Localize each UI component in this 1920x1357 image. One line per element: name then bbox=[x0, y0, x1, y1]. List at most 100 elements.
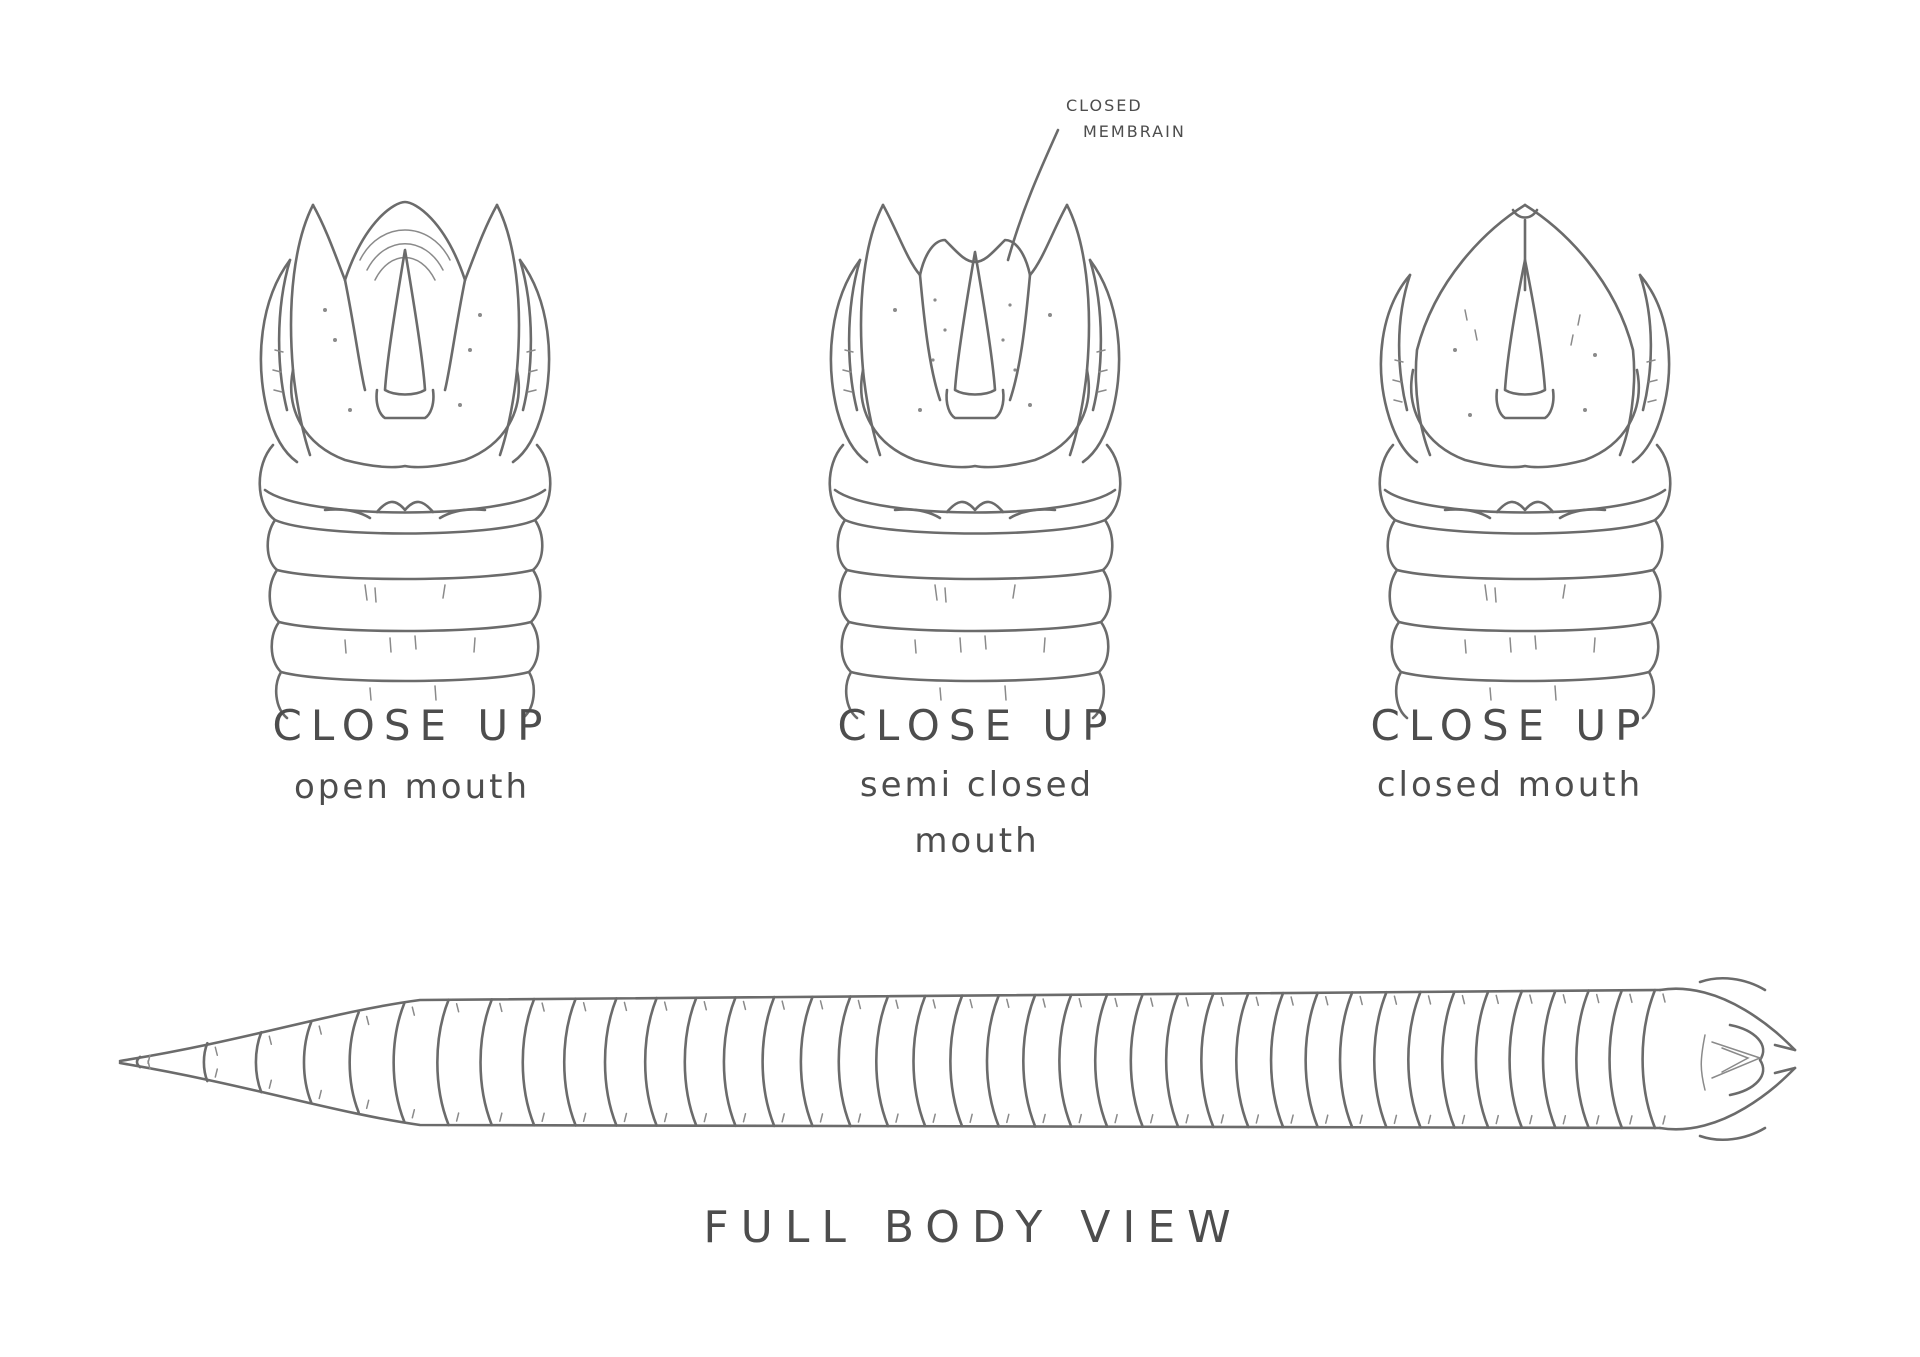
full-body-view-title: FULL BODY VIEW bbox=[703, 1202, 1242, 1253]
body-segment-ring bbox=[436, 998, 450, 1127]
body-segment-ring bbox=[1508, 989, 1524, 1129]
body-bristle bbox=[1529, 994, 1533, 1125]
full-body-head bbox=[1658, 976, 1797, 1142]
caption-panel-1: CLOSE UP open mouth bbox=[273, 701, 543, 807]
body-bristle bbox=[1220, 996, 1225, 1124]
body-bristle bbox=[455, 1003, 460, 1122]
caption-panel-3: CLOSE UP closed mouth bbox=[1371, 701, 1650, 805]
body-segment-ring bbox=[348, 1011, 360, 1114]
body-bristle bbox=[703, 1001, 708, 1123]
body-segment-ring bbox=[1407, 990, 1422, 1129]
body-segment-ring bbox=[1641, 988, 1657, 1130]
callout-closed-membrane: CLOSED MEMBRAIN bbox=[1006, 96, 1186, 262]
body-segment-ring bbox=[1608, 989, 1624, 1130]
body-segment-ring bbox=[799, 995, 814, 1128]
body-bristle bbox=[1595, 993, 1600, 1125]
body-segment-ring bbox=[521, 997, 536, 1127]
caption-subtitle: mouth bbox=[914, 821, 1039, 861]
body-segment-ring bbox=[1058, 993, 1073, 1128]
body-bristle bbox=[1461, 994, 1466, 1125]
body-segment-ring bbox=[1304, 991, 1320, 1129]
body-segment-ring bbox=[1372, 990, 1388, 1129]
body-bristle bbox=[1255, 996, 1260, 1124]
body-segment-ring bbox=[722, 996, 737, 1128]
head-closeup-semi-closed-mouth bbox=[828, 203, 1122, 720]
body-segment-ring bbox=[392, 1001, 406, 1124]
body-bristle bbox=[1006, 998, 1010, 1124]
body-segment-ring bbox=[1234, 992, 1250, 1129]
body-segment-ring bbox=[1022, 993, 1037, 1128]
body-segment-ring bbox=[562, 997, 577, 1127]
body-bristle bbox=[1495, 994, 1499, 1125]
caption-subtitle: open mouth bbox=[294, 767, 530, 807]
body-bristle bbox=[623, 1001, 628, 1123]
body-segment-ring bbox=[985, 994, 1001, 1128]
body-bristle bbox=[1662, 993, 1666, 1125]
body-bristle bbox=[499, 1002, 503, 1122]
body-bristle bbox=[895, 999, 899, 1123]
body-bristle bbox=[1359, 995, 1363, 1125]
body-bristle bbox=[1427, 995, 1432, 1125]
body-bristle bbox=[1629, 993, 1633, 1125]
full-body-worm bbox=[118, 976, 1797, 1142]
body-segment-ring bbox=[683, 996, 698, 1127]
caption-panel-2: CLOSE UP semi closed mouth bbox=[838, 701, 1117, 861]
head-closeup-open-mouth bbox=[258, 200, 552, 720]
body-segment-ring bbox=[1575, 989, 1590, 1130]
callout-line-1: CLOSED bbox=[1066, 96, 1143, 115]
body-bristle bbox=[1324, 996, 1329, 1124]
body-bristle bbox=[1562, 994, 1567, 1125]
body-segments bbox=[135, 988, 1666, 1130]
caption-title: CLOSE UP bbox=[838, 701, 1117, 750]
body-bristle bbox=[969, 998, 973, 1124]
body-segment-ring bbox=[761, 995, 776, 1128]
caption-title: CLOSE UP bbox=[1371, 701, 1650, 750]
body-segment-ring bbox=[643, 996, 658, 1127]
caption-subtitle: semi closed bbox=[860, 765, 1094, 805]
body-segment-ring bbox=[912, 994, 927, 1128]
body-bristle bbox=[147, 1054, 151, 1070]
body-bristle bbox=[742, 1000, 747, 1123]
body-segment-ring bbox=[1200, 992, 1215, 1129]
body-segment-ring bbox=[949, 994, 964, 1128]
body-bristle bbox=[582, 1001, 587, 1123]
body-bristle bbox=[1290, 996, 1294, 1124]
body-bristle bbox=[318, 1025, 322, 1100]
body-segment-ring bbox=[1474, 990, 1490, 1129]
body-segment-ring bbox=[837, 995, 852, 1128]
body-bristle bbox=[857, 999, 862, 1123]
body-segment-ring bbox=[135, 1055, 142, 1069]
body-bristle bbox=[365, 1015, 370, 1110]
body-segment-ring bbox=[874, 994, 890, 1128]
body-bristle bbox=[268, 1035, 273, 1089]
body-bristle bbox=[541, 1002, 545, 1123]
body-bristle bbox=[1078, 997, 1082, 1124]
body-bristle bbox=[932, 999, 936, 1123]
body-bristle bbox=[1042, 998, 1046, 1124]
body-bristle bbox=[1393, 995, 1398, 1125]
caption-subtitle: closed mouth bbox=[1377, 765, 1643, 805]
body-bristle bbox=[663, 1001, 668, 1123]
body-segment-ring bbox=[1129, 992, 1145, 1129]
body-segment-ring bbox=[1093, 993, 1109, 1128]
body-segment-ring bbox=[1164, 992, 1180, 1129]
callout-line-2: MEMBRAIN bbox=[1083, 122, 1186, 141]
body-segment-ring bbox=[479, 998, 494, 1127]
body-segment-ring bbox=[302, 1020, 313, 1104]
body-bristle bbox=[781, 1000, 785, 1123]
body-segment-ring bbox=[1541, 989, 1557, 1130]
body-bristle bbox=[1149, 997, 1154, 1124]
body-bristle bbox=[819, 1000, 824, 1123]
body-bristle bbox=[214, 1046, 219, 1078]
body-bristle bbox=[411, 1006, 416, 1119]
body-segment-ring bbox=[254, 1030, 263, 1094]
body-segment-ring bbox=[1338, 991, 1354, 1129]
body-segment-ring bbox=[1440, 990, 1456, 1129]
body-bristle bbox=[1114, 997, 1118, 1124]
body-segment-ring bbox=[603, 997, 618, 1127]
body-segment-ring bbox=[1269, 991, 1285, 1129]
body-bristle bbox=[1185, 997, 1189, 1124]
callout-leader-line bbox=[1006, 128, 1060, 262]
body-segment-ring bbox=[202, 1041, 209, 1083]
